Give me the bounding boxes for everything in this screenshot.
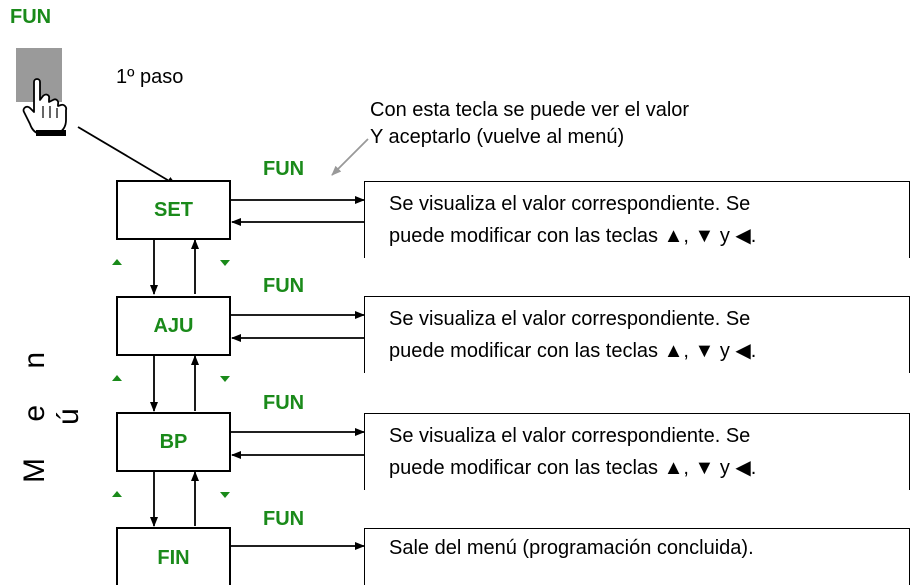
pointing-hand-icon — [22, 78, 68, 136]
menu-vertical-label: M e n ú — [18, 337, 85, 483]
fun-note: Con esta tecla se puede ver el valor Y a… — [370, 97, 689, 151]
note-arrow — [331, 138, 369, 176]
menu-box-fin: FIN — [116, 527, 231, 585]
step-label: 1º paso — [116, 66, 184, 88]
down-key-icon — [220, 260, 230, 266]
row-description: Se visualiza el valor correspondiente. S… — [364, 181, 910, 258]
menu-box-set: SET — [116, 180, 231, 240]
up-key-icon — [112, 259, 122, 265]
top-fun-label: FUN — [10, 6, 52, 28]
row-description: Se visualiza el valor correspondiente. S… — [364, 413, 910, 490]
description-line-1: Se visualiza el valor correspondiente. S… — [389, 193, 751, 215]
description-line-2: puede modificar con las teclas ▲, ▼ y ◀. — [389, 457, 757, 479]
description-line-1: Se visualiza el valor correspondiente. S… — [389, 425, 751, 447]
description-line-1: Se visualiza el valor correspondiente. S… — [389, 308, 751, 330]
up-key-icon — [112, 491, 122, 497]
row-fun-label: FUN — [263, 275, 305, 297]
note-line-2: Y aceptarlo (vuelve al menú) — [370, 126, 625, 148]
note-line-1: Con esta tecla se puede ver el valor — [370, 99, 690, 121]
down-key-icon — [220, 492, 230, 498]
row-fun-label: FUN — [263, 508, 305, 530]
row-fun-label: FUN — [263, 392, 305, 414]
menu-box-aju: AJU — [116, 296, 231, 356]
description-line-2: puede modificar con las teclas ▲, ▼ y ◀. — [389, 225, 757, 247]
up-key-icon — [112, 375, 122, 381]
row-description: Sale del menú (programación concluida). — [364, 528, 910, 585]
description-line-1: Sale del menú (programación concluida). — [389, 537, 754, 559]
down-key-icon — [220, 376, 230, 382]
row-description: Se visualiza el valor correspondiente. S… — [364, 296, 910, 373]
start-arrow — [77, 126, 177, 186]
row-fun-label: FUN — [263, 158, 305, 180]
menu-box-bp: BP — [116, 412, 231, 472]
description-line-2: puede modificar con las teclas ▲, ▼ y ◀. — [389, 340, 757, 362]
